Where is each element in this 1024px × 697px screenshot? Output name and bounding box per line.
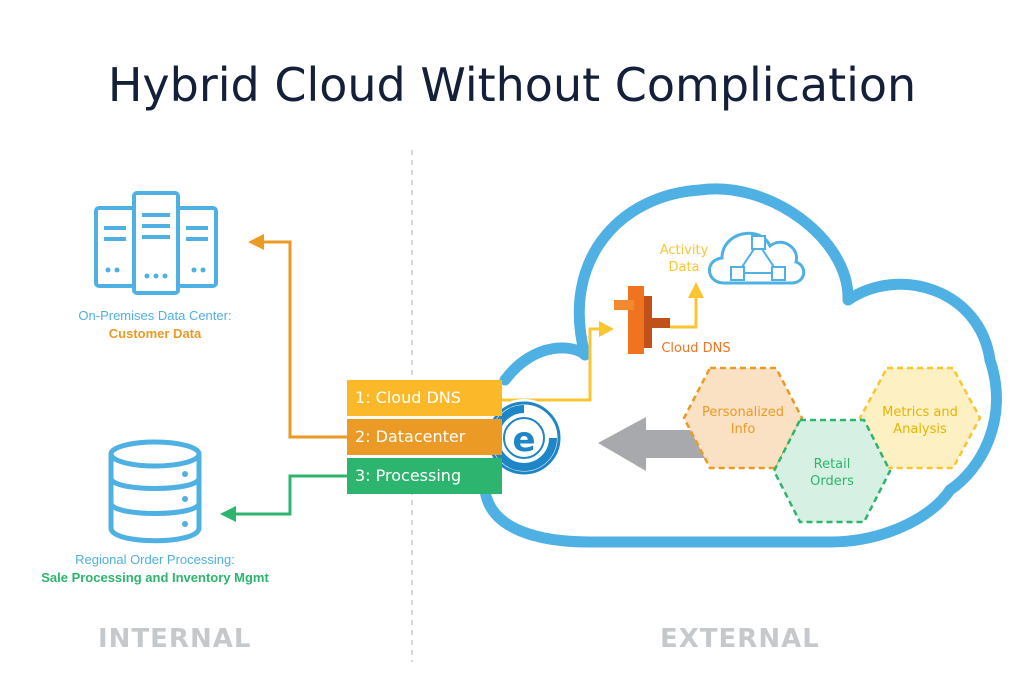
- activity-route-line: [670, 296, 698, 329]
- activity-arrowhead: [688, 282, 704, 298]
- hex-metrics-analysis: [858, 366, 982, 470]
- svg-text:e: e: [512, 420, 535, 460]
- server-rack-icon: [94, 191, 218, 295]
- personalized-line-1: Personalized: [702, 405, 784, 420]
- cloud-dns-label: Cloud DNS: [661, 341, 731, 356]
- metrics-line-1: Metrics and: [882, 405, 958, 420]
- retail-line-1: Retail: [813, 457, 851, 472]
- regional-caption-main: Sale Processing and Inventory Mgmt: [41, 570, 269, 585]
- regional-caption: Regional Order Processing: Sale Processi…: [10, 551, 300, 587]
- personalized-line-2: Info: [730, 422, 756, 437]
- datacenter-caption-main: Customer Data: [108, 326, 202, 341]
- metrics-analysis-label: Metrics and Analysis: [866, 404, 974, 438]
- cloud-dns-route-line: [502, 327, 600, 402]
- hex-personalized-info: [682, 366, 804, 470]
- route-processing: 3: Processing: [347, 458, 502, 494]
- hex-retail-orders: [772, 418, 892, 524]
- retail-line-2: Orders: [810, 474, 854, 489]
- activity-cloud-icon: [708, 231, 806, 285]
- e-logo-icon: e: [485, 399, 563, 477]
- datacenter-route-line: [262, 240, 347, 439]
- database-dots: [182, 471, 188, 527]
- personalized-info-label: Personalized Info: [690, 404, 796, 438]
- processing-arrowhead: [220, 506, 236, 522]
- database-icon: [108, 439, 202, 544]
- page-title: Hybrid Cloud Without Complication: [107, 58, 917, 112]
- datacenter-caption-sub: On-Premises Data Center:: [78, 308, 232, 323]
- route-datacenter: 2: Datacenter: [347, 419, 502, 455]
- retail-orders-label: Retail Orders: [780, 456, 884, 490]
- activity-label-line-1: Activity: [659, 243, 709, 258]
- processing-route-line: [234, 474, 347, 516]
- route-cloud-dns: 1: Cloud DNS: [347, 380, 502, 416]
- activity-label-line-2: Data: [668, 260, 700, 275]
- regional-caption-sub: Regional Order Processing:: [75, 552, 235, 567]
- activity-data-label: Activity Data: [652, 242, 716, 276]
- cloud-dns-arrowhead: [599, 321, 614, 337]
- cloud-dns-icon: [614, 286, 670, 354]
- datacenter-caption: On-Premises Data Center: Customer Data: [50, 307, 260, 343]
- zone-label-internal: INTERNAL: [98, 624, 252, 654]
- cloud-outline: [479, 183, 1002, 548]
- metrics-line-2: Analysis: [893, 422, 947, 437]
- server-led-dots: [105, 267, 206, 279]
- inbound-gray-arrow: [598, 417, 712, 471]
- zone-label-external: EXTERNAL: [660, 624, 820, 654]
- datacenter-arrowhead: [248, 234, 264, 250]
